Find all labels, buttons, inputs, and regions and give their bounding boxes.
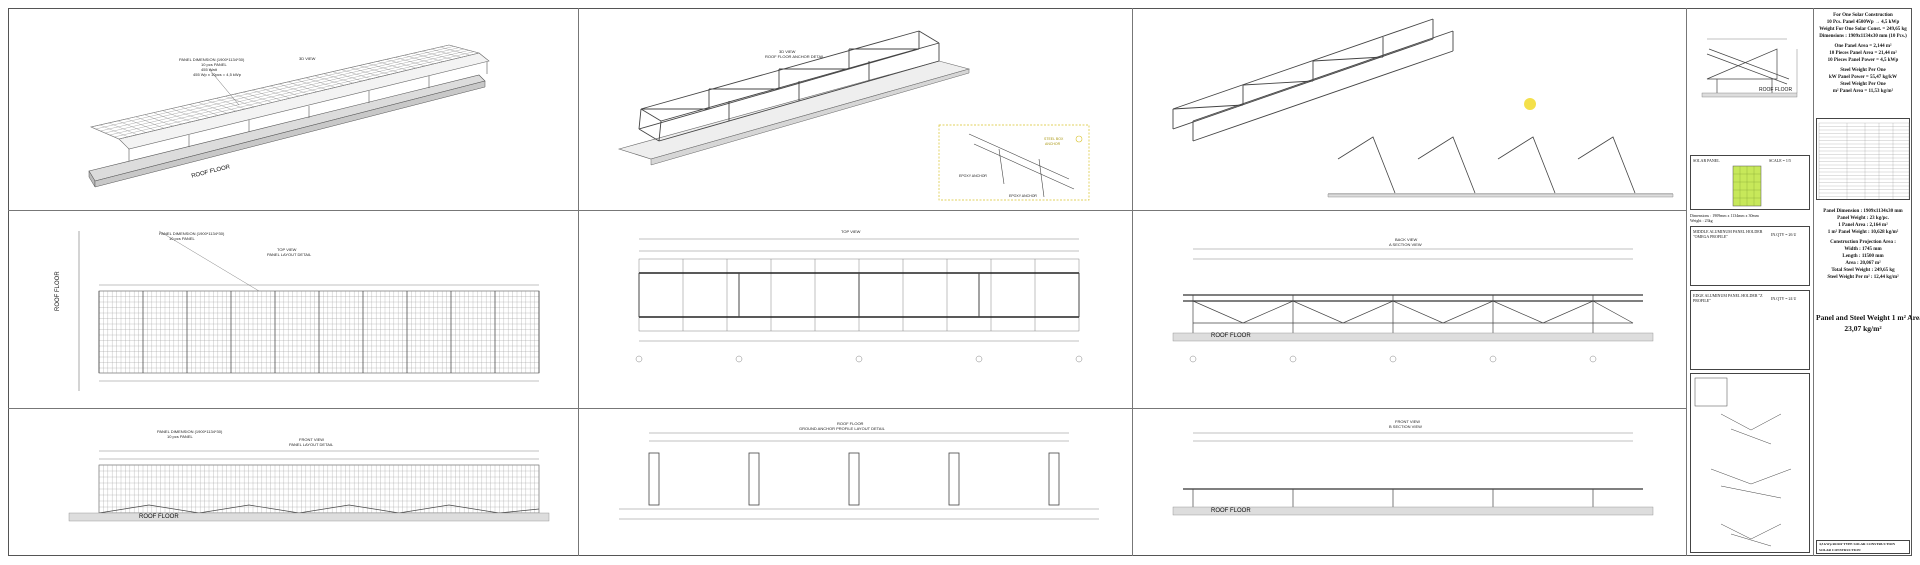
back-frame-view: BACK VIEW A SECTION VIEW ROOF FLOOR [1133,211,1686,408]
info-line: 10 Pcs. Panel 4500Wp → 4,5 kWp [1826,20,1900,25]
roof-floor-label: ROOF FLOOR [1759,87,1793,93]
info-line: Dimensions : 1909x1134x30 mm (10 Pcs.) [1819,34,1907,39]
info-line: m² Panel Area = 11,53 kg/m² [1832,89,1894,94]
panel-total-label: 455 Wp x 10pcs = 4,5 kWp [193,72,241,77]
roof-plan-view: ROOF FLOOR GROUND ANCHOR PROFILE LAYOUT … [579,409,1132,556]
info-line: 10 Pieces Panel Area = 21,44 m² [1829,51,1897,56]
view-title: FRONT VIEW [1395,419,1421,424]
panel-weight-label: Weight : 23kg [1690,218,1713,223]
view-title: 3D VIEW [779,49,796,54]
view-subtitle: ROOF FLOOR ANCHOR DETAIL [765,54,825,59]
side-detail-view: ROOF FLOOR [1687,9,1813,139]
front-frame-view: FRONT VIEW B SECTION VIEW ROOF FLOOR [1133,409,1686,556]
scale-label: SCALE = 1/5 [1769,158,1792,163]
view-title: TOP VIEW [277,247,297,252]
iso-panel-view: PANEL DIMENSION (1900*1134*30) 10 pcs PA… [9,9,578,210]
material-table [1816,118,1910,200]
iso-frame-view: 3D VIEW ROOF FLOOR ANCHOR DETAIL STEEL B… [579,9,1132,210]
solar-panel-detail: SOLAR PANEL SCALE = 1/5 [1690,155,1810,210]
grid-divider [578,8,579,556]
title-block: 4,5 kWp ROOF TYPE SOLAR CONSTRUCTION SOL… [1816,540,1910,554]
panel-count-label: 10 pcs PANEL [169,236,195,241]
z-title: EDGE ALUMINUM PANEL HOLDER "Z PROFILE" [1693,293,1763,303]
z-profile-detail: EDGE ALUMINUM PANEL HOLDER "Z PROFILE" I… [1690,290,1810,370]
info-panel-details: Panel Dimension : 1909x1134x30 mm Panel … [1816,208,1910,281]
top-panel-view: PANEL DIMENSION (1900*1134*30) 10 pcs PA… [9,211,578,408]
epoxy-label: EPOXY ANCHOR [959,174,987,178]
panel-watt-label: 455 Watt [201,67,217,72]
part-details [1690,373,1810,553]
grid-divider [8,408,1686,409]
roof-floor-label: ROOF FLOOR [139,514,179,520]
view-subtitle: B SECTION VIEW [1389,424,1422,429]
info-line: Weight For One Solar Const. = 249,65 kg [1819,27,1907,32]
grid-divider [1813,8,1814,556]
info-line: Total Steel Weight : 249,65 kg [1831,268,1895,273]
info-header: For One Solar Construction 10 Pcs. Panel… [1816,12,1910,95]
view-subtitle: PANEL LAYOUT DETAIL [267,252,312,257]
info-line: Steel Weight Per One [1840,68,1886,73]
info-line: kW Panel Power = 55,47 kg/kW [1829,75,1897,80]
title-block-line: SOLAR CONSTRUCTION [1819,548,1861,552]
drawing-sheet [8,8,1912,556]
info-line: Length : 11500 mm [1842,254,1884,259]
roof-floor-label: ROOF FLOOR [55,271,61,311]
summary-label: Panel and Steel Weight 1 m² Area; [1816,313,1920,322]
info-line: Area : 20,067 m² [1845,261,1881,266]
view-title: TOP VIEW [841,229,861,234]
info-line: Panel Dimension : 1909x1134x30 mm [1823,209,1903,214]
info-line: For One Solar Construction [1833,13,1893,18]
front-panel-view: PANEL DIMENSION (1900*1134*30) 10 pcs PA… [9,409,578,556]
detail-label: STEEL BOX [1044,137,1064,141]
grid-divider [1686,8,1687,556]
highlight-marker [1524,98,1536,110]
view-title: ROOF FLOOR [837,421,864,426]
roof-floor-label: ROOF FLOOR [1211,508,1251,514]
grid-divider [8,210,1686,211]
info-line: Construction Projection Area : [1830,240,1896,245]
panel-count-label: 10 pcs PANEL [201,62,227,67]
info-line: 1 Panel Area : 2,164 m² [1838,223,1888,228]
view-title: FRONT VIEW [299,437,325,442]
info-summary: Panel and Steel Weight 1 m² Area; 23,07 … [1816,312,1920,334]
info-line: 1 m² Panel Weight : 10,628 kg/m² [1827,230,1899,235]
view-subtitle: PANEL LAYOUT DETAIL [289,442,334,447]
panel-dimension-label: PANEL DIMENSION (1900*1134*30) [159,231,225,236]
info-line: 10 Pieces Panel Power = 4,5 kWp [1827,58,1899,63]
grid-divider [1132,8,1133,556]
panel-dims-label: Dimensions : 1909mm x 1134mm x 30mm [1690,213,1759,218]
view-subtitle: A SECTION VIEW [1389,242,1422,247]
z-count: IN.QTY = 24 U [1771,296,1797,301]
view-title: BACK VIEW [1395,237,1418,242]
info-line: Width : 1745 mm [1844,247,1882,252]
omega-title: MIDDLE ALUMINUM PANEL HOLDER "OMEGA PROF… [1693,229,1763,239]
iso-exploded-view [1133,9,1686,210]
title-block-line: 4,5 kWp ROOF TYPE SOLAR CONSTRUCTION [1819,542,1896,546]
omega-count: IN.QTY = 26 U [1771,232,1797,237]
info-line: Steel Weight Per One [1840,82,1886,87]
solar-panel-label: SOLAR PANEL [1693,158,1720,163]
info-line: Steel Weight Per m² : 12,44 kg/m² [1827,275,1899,280]
info-line: Panel Weight : 23 kg/pc. [1837,216,1889,221]
panel-dimension-label: PANEL DIMENSION (1900*1134*30) [157,429,223,434]
epoxy-label: EPOXY ANCHOR [1009,194,1037,198]
view-subtitle: GROUND ANCHOR PROFILE LAYOUT DETAIL [799,426,885,431]
view-title: 3D VIEW [299,56,316,61]
info-line: One Panel Area = 2,144 m² [1834,44,1892,49]
summary-value: 23,07 kg/m² [1844,324,1882,333]
top-frame-view: TOP VIEW [579,211,1132,408]
panel-dimension-label: PANEL DIMENSION (1900*1134*30) [179,57,245,62]
panel-count-label: 10 pcs PANEL [167,434,193,439]
omega-profile-detail: MIDDLE ALUMINUM PANEL HOLDER "OMEGA PROF… [1690,226,1810,286]
detail-label: ANCHOR [1045,142,1061,146]
roof-floor-label: ROOF FLOOR [1211,333,1251,339]
